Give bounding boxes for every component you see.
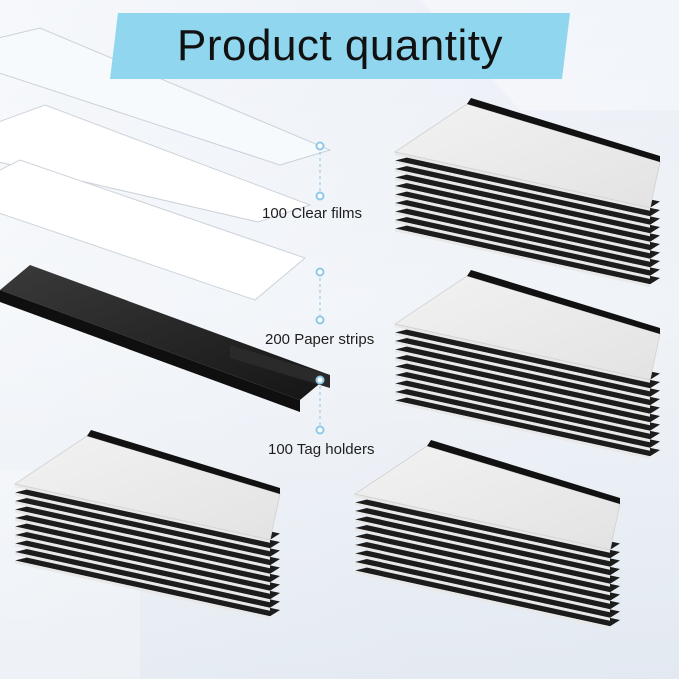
holder-stacks (13, 98, 661, 630)
pointer-dots (315, 141, 325, 435)
stack-lip (427, 440, 620, 504)
tag-holders-label: 100 Tag holders (268, 441, 375, 458)
banner-shape (110, 13, 570, 79)
stack-top-right (393, 98, 661, 288)
paper-strips-label: 200 Paper strips (265, 331, 375, 348)
stack-lip (467, 270, 660, 334)
page-title: Product quantity (177, 21, 503, 70)
stack-bottom-left (13, 430, 281, 620)
title-banner: Product quantity (110, 13, 570, 79)
clear-films-label: 100 Clear films (262, 205, 363, 222)
stack-lip (467, 98, 660, 162)
stack-lip (87, 430, 280, 494)
stack-middle-right (393, 270, 661, 460)
paper-strip-lower (0, 159, 306, 301)
tag-holder (0, 265, 330, 412)
paper-strip-upper (0, 104, 312, 223)
stack-bottom-right (353, 440, 621, 630)
clear-film-sheet (0, 27, 332, 166)
